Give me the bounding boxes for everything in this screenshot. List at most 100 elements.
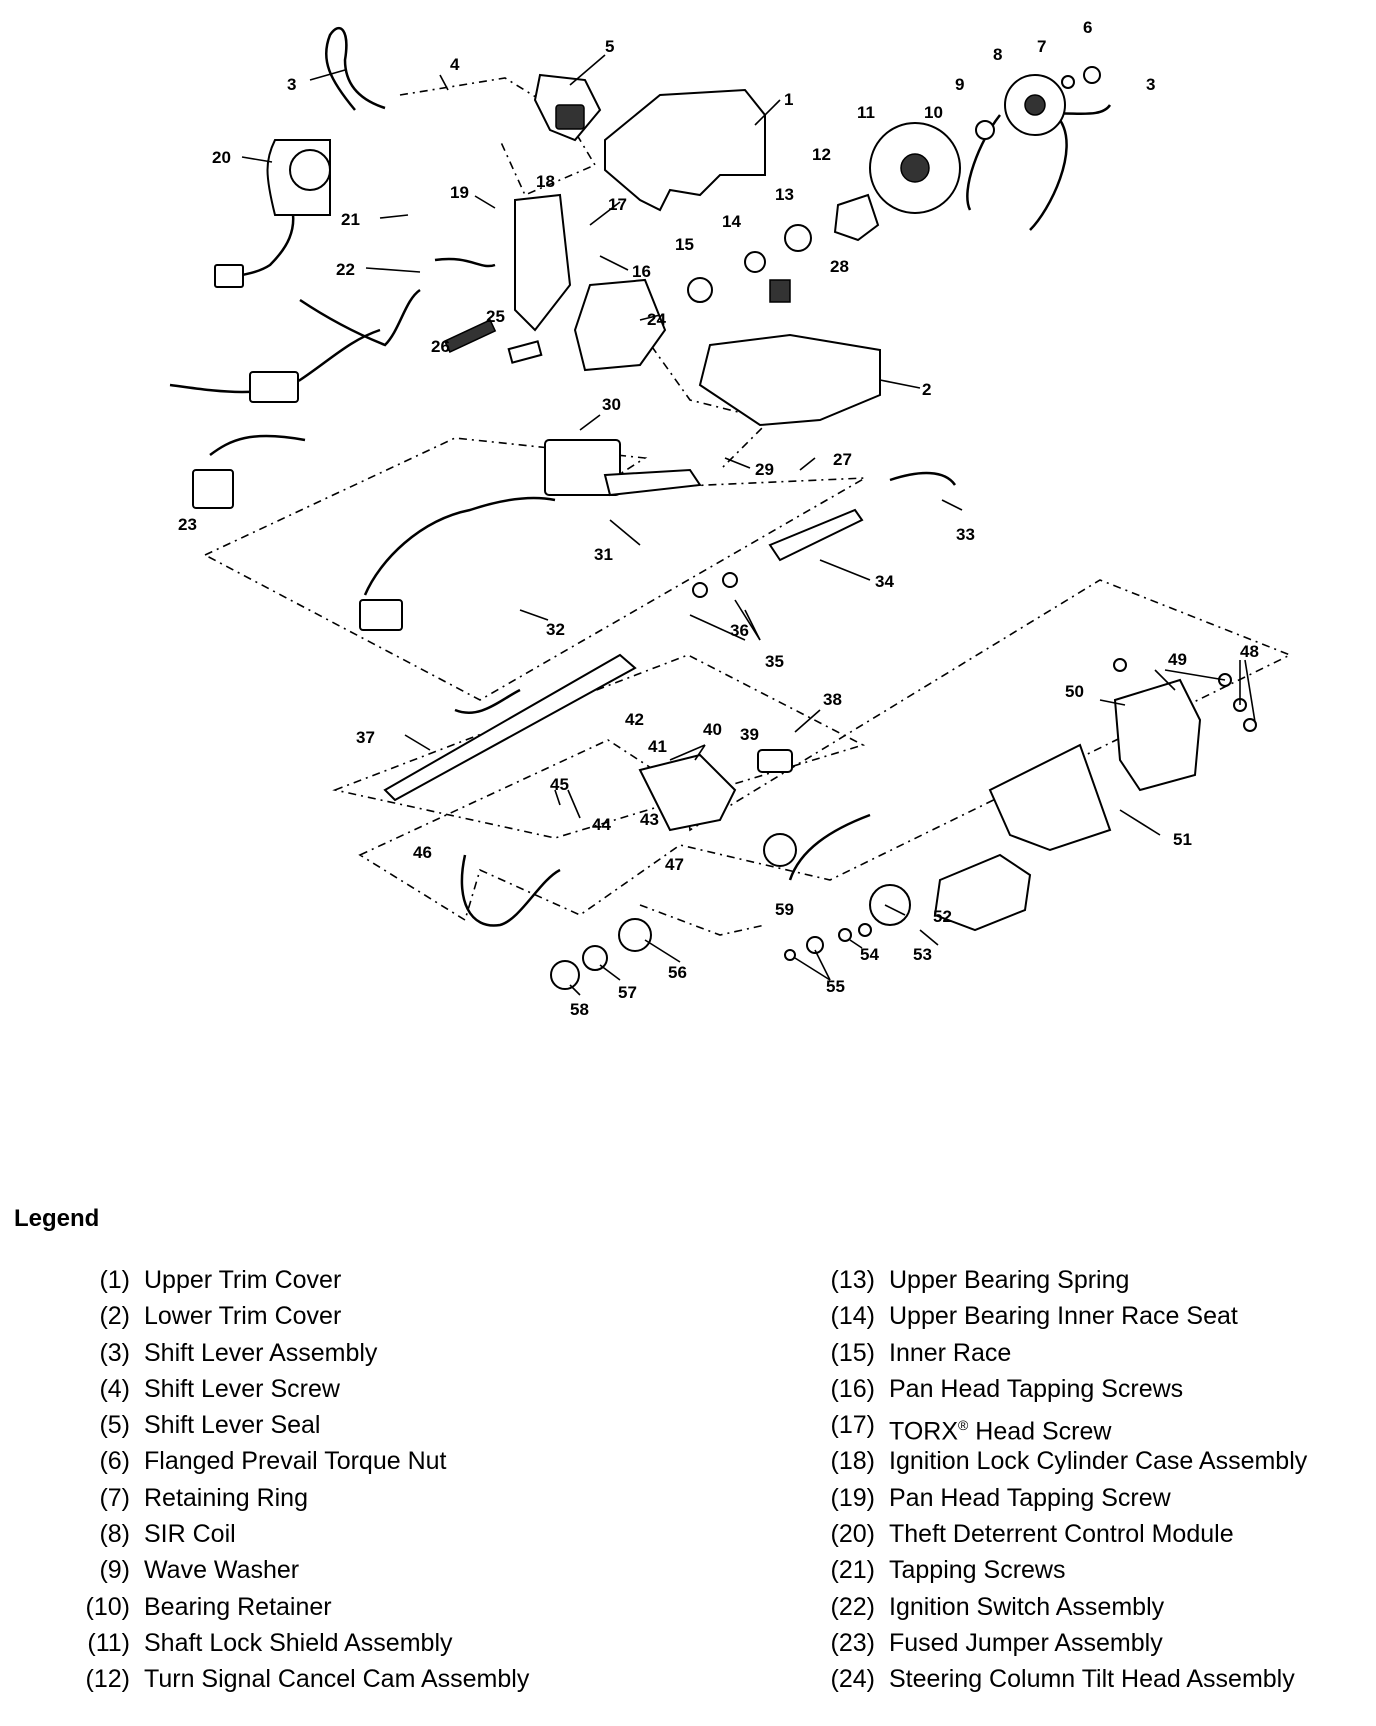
registered-mark: ®: [958, 1417, 969, 1434]
legend-item-label: Shaft Lock Shield Assembly: [144, 1625, 453, 1661]
callout-58: 58: [570, 1000, 589, 1019]
callout-20: 20: [212, 148, 231, 167]
callout-21: 21: [341, 210, 360, 229]
legend-item: (6)Flanged Prevail Torque Nut: [60, 1443, 529, 1479]
callout-26: 26: [431, 337, 450, 356]
legend-item-number: (24): [830, 1665, 875, 1694]
assembly-dash-lines: [203, 77, 1292, 936]
callout-16: 16: [632, 262, 651, 281]
callout-13: 13: [775, 185, 794, 204]
legend-item-label: Tapping Screws: [889, 1552, 1065, 1588]
callout-12: 12: [812, 145, 831, 164]
legend-item-label-text: Turn Signal Cancel Cam Assembly: [144, 1665, 530, 1694]
callout-28: 28: [830, 257, 849, 276]
legend-item-number: (22): [830, 1592, 875, 1621]
callout-29: 29: [755, 460, 774, 479]
legend-item-label-text: Tapping Screws: [889, 1556, 1066, 1585]
callout-27: 27: [833, 450, 852, 469]
legend-item-number: (20): [830, 1520, 875, 1549]
legend-item: (3) Shift Lever Assembly: [60, 1335, 529, 1371]
callout-24: 24: [647, 310, 666, 329]
legend-item-number: (23): [830, 1628, 875, 1657]
callout-35: 35: [765, 652, 784, 671]
legend-item-label-text: TORX: [889, 1417, 958, 1446]
legend-item-label: Upper Bearing Inner Race Seat: [889, 1298, 1238, 1334]
legend-item-number: (3): [99, 1338, 130, 1367]
legend-item-number: (17): [830, 1411, 875, 1440]
callout-34: 34: [875, 572, 894, 591]
wire-harnesses: [169, 27, 1112, 927]
callout-17: 17: [608, 195, 627, 214]
legend-item: (19) Pan Head Tapping Screw: [805, 1480, 1307, 1516]
legend-item-label-text: Ignition Switch Assembly: [889, 1592, 1165, 1621]
legend-item: (18)Ignition Lock Cylinder Case Assembly: [805, 1443, 1308, 1479]
legend-item: (12)Turn Signal Cancel Cam Assembly: [60, 1661, 530, 1697]
callout-38: 38: [823, 690, 842, 709]
legend-item-label-text: Fused Jumper Assembly: [889, 1628, 1163, 1657]
legend-item-label: Pan Head Tapping Screw: [889, 1480, 1171, 1516]
legend-item-label-text: Bearing Retainer: [144, 1592, 332, 1621]
legend-item-number: (13): [830, 1266, 875, 1294]
legend-item: (17) TORX® Head Screw: [805, 1407, 1307, 1446]
legend-item: (9)Wave Washer: [60, 1552, 529, 1588]
legend-item: (2) Lower Trim Cover: [60, 1298, 529, 1334]
legend-item-label: SIR Coil: [144, 1516, 236, 1552]
legend-item: (23) Fused Jumper Assembly: [805, 1625, 1307, 1661]
legend-item-label: Turn Signal Cancel Cam Assembly: [144, 1661, 529, 1697]
legend-item-label-text: Shift Lever Assembly: [144, 1338, 378, 1367]
legend-item: (8)SIR Coil: [60, 1516, 529, 1552]
legend-item-number: (2): [99, 1302, 130, 1331]
callout-41: 41: [648, 737, 667, 756]
legend-item-label: Wave Washer: [144, 1552, 299, 1588]
legend-item-label-text: Wave Washer: [144, 1556, 300, 1585]
legend-item: (5)Shift Lever Seal: [60, 1407, 529, 1443]
legend-item: (20)Theft Deterrent Control Module: [805, 1516, 1307, 1552]
legend-item-label: Ignition Switch Assembly: [889, 1589, 1164, 1625]
legend-item-label: TORX® Head Screw: [889, 1407, 1112, 1446]
legend-item-label-text: Steering Column Tilt Head Assembly: [889, 1665, 1295, 1694]
callout-15: 15: [675, 235, 694, 254]
legend-item-label-text: Retaining Ring: [144, 1483, 308, 1512]
legend-item: (11)Shaft Lock Shield Assembly: [60, 1625, 529, 1661]
callout-31: 31: [594, 545, 613, 564]
callout-55: 55: [826, 977, 845, 996]
legend-item-label: Bearing Retainer: [144, 1589, 332, 1625]
leader-lines: [241, 54, 1256, 996]
legend-item-label: Shift Lever Assembly: [144, 1335, 377, 1371]
legend-item-label-text: Pan Head Tapping Screw: [889, 1483, 1171, 1512]
callout-43: 43: [640, 810, 659, 829]
callout-25: 25: [486, 307, 505, 326]
legend-item-label-suffix: Head Screw: [968, 1417, 1112, 1446]
callout-37: 37: [356, 728, 375, 747]
callout-30: 30: [602, 395, 621, 414]
callout-56: 56: [668, 963, 687, 982]
legend-item-label: Shift Lever Screw: [144, 1371, 340, 1407]
legend-item-number: (1): [99, 1266, 130, 1294]
legend-item-label-text: Lower Trim Cover: [144, 1302, 342, 1331]
callout-3b: 3: [1146, 75, 1155, 94]
legend-item: (7) Retaining Ring: [60, 1480, 529, 1516]
legend-item-number: (21): [830, 1556, 875, 1585]
callout-32: 32: [546, 620, 565, 639]
legend-item-label: Upper Bearing Spring: [889, 1262, 1129, 1298]
callout-4: 4: [450, 55, 460, 74]
legend-item-number: (7): [99, 1483, 130, 1512]
legend-item-label-text: Upper Bearing Spring: [889, 1266, 1130, 1294]
legend-item-label: Steering Column Tilt Head Assembly: [889, 1661, 1295, 1697]
legend-item-number: (19): [830, 1483, 875, 1512]
callout-47: 47: [665, 855, 684, 874]
callout-22: 22: [336, 260, 355, 279]
legend-item-label: Inner Race: [889, 1335, 1011, 1371]
callout-3: 3: [287, 75, 296, 94]
legend-item-number: (6): [99, 1447, 130, 1476]
legend-title: Legend: [14, 1205, 100, 1232]
legend-item-label-text: Shift Lever Seal: [144, 1411, 321, 1440]
legend-item-number: (4): [99, 1374, 130, 1403]
legend-item-label: Fused Jumper Assembly: [889, 1625, 1163, 1661]
callout-45: 45: [550, 775, 569, 794]
legend-item-number: (18): [830, 1447, 875, 1476]
legend-item: (15)Inner Race: [805, 1335, 1307, 1371]
callout-52: 52: [933, 907, 952, 926]
callout-18: 18: [536, 172, 555, 191]
callout-36: 36: [730, 621, 749, 640]
